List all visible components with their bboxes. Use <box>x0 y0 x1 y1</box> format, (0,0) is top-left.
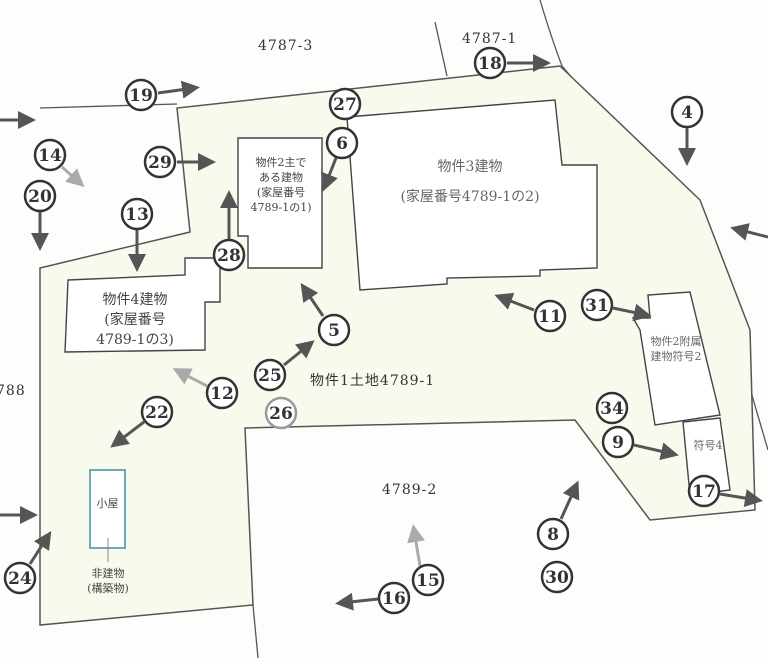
property2-annex-label: 物件2附属 建物符号2 <box>636 334 716 364</box>
photo-marker-5[interactable]: 5 <box>300 283 351 347</box>
label-line: 4789-1の3) <box>96 332 174 348</box>
svg-text:5: 5 <box>328 321 340 341</box>
building-property4 <box>64 257 221 353</box>
shed-label: 小屋 <box>96 497 119 510</box>
photo-marker-9[interactable]: 9 <box>601 425 679 461</box>
svg-text:28: 28 <box>217 246 241 266</box>
svg-text:26: 26 <box>269 404 293 424</box>
label-line: 物件2主で <box>255 156 307 169</box>
photo-marker-11[interactable]: 11 <box>494 292 567 333</box>
label-line: (構築物) <box>87 582 129 595</box>
svg-text:27: 27 <box>333 95 357 115</box>
label-line: 非建物 <box>91 567 125 580</box>
svg-text:11: 11 <box>538 307 562 327</box>
photo-marker-18[interactable]: 18 <box>473 46 551 80</box>
parcel-label-4787-3: 4787-3 <box>258 38 314 54</box>
label-line: 物件4建物 <box>102 292 168 308</box>
svg-text:29: 29 <box>148 153 172 173</box>
photo-marker-25[interactable]: 25 <box>253 340 315 392</box>
main-lot-label: 物件1土地4789-1 <box>310 373 436 389</box>
shed-note: 非建物 (構築物) <box>72 566 144 596</box>
parcel-label-4788: 788 <box>0 383 26 399</box>
svg-text:22: 22 <box>145 403 169 423</box>
svg-text:20: 20 <box>28 187 52 207</box>
svg-text:14: 14 <box>38 146 62 166</box>
building-property3 <box>346 99 598 291</box>
photo-marker-20[interactable]: 20 <box>23 179 57 251</box>
svg-text:30: 30 <box>545 568 569 588</box>
edge-arrows <box>0 111 768 524</box>
svg-text:6: 6 <box>336 134 348 154</box>
svg-text:34: 34 <box>600 399 624 419</box>
photo-marker-8[interactable]: 8 <box>536 480 580 551</box>
photo-marker-27[interactable]: 27 <box>328 87 362 121</box>
label-line: 建物符号2 <box>650 350 702 363</box>
svg-text:9: 9 <box>612 433 624 453</box>
svg-text:13: 13 <box>125 205 149 225</box>
photo-marker-31[interactable]: 31 <box>580 288 652 322</box>
svg-text:16: 16 <box>382 589 406 609</box>
svg-text:12: 12 <box>210 384 234 404</box>
svg-text:15: 15 <box>416 571 440 591</box>
building-property2-main <box>237 137 323 269</box>
photo-marker-34[interactable]: 34 <box>595 391 629 425</box>
photo-marker-14[interactable]: 14 <box>33 138 85 187</box>
svg-text:31: 31 <box>585 296 609 316</box>
photo-marker-26[interactable]: 26 <box>264 396 298 430</box>
property3-label: 物件3建物 (家屋番号4789-1の2) <box>360 152 580 212</box>
photo-marker-29[interactable]: 29 <box>143 145 216 179</box>
photo-marker-28[interactable]: 28 <box>212 190 246 272</box>
photo-marker-15[interactable]: 15 <box>407 524 445 597</box>
svg-text:8: 8 <box>547 525 559 545</box>
parcel-label-4789-2: 4789-2 <box>382 482 438 498</box>
label-line: 物件3建物 <box>437 159 503 175</box>
shed <box>89 469 126 549</box>
photo-marker-22[interactable]: 22 <box>110 395 174 448</box>
buildings <box>64 99 731 496</box>
photo-marker-6[interactable]: 6 <box>321 126 359 192</box>
svg-text:17: 17 <box>692 482 716 502</box>
label-line: 物件2附属 <box>650 335 702 348</box>
photo-marker-17[interactable]: 17 <box>687 474 763 508</box>
property4-label: 物件4建物 (家屋番号 4789-1の3) <box>70 290 200 350</box>
photo-marker-30[interactable]: 30 <box>540 560 574 594</box>
parcel-label-4787-1: 4787-1 <box>462 31 518 47</box>
svg-text:4: 4 <box>681 103 693 123</box>
photo-marker-19[interactable]: 19 <box>124 78 200 112</box>
label-line: ある建物 <box>259 171 303 184</box>
svg-text:25: 25 <box>258 366 282 386</box>
photo-marker-4[interactable]: 4 <box>670 95 704 166</box>
property2-main-label: 物件2主で ある建物 (家屋番号 4789-1の1) <box>240 155 322 215</box>
label-line: (家屋番号 <box>104 312 166 328</box>
label-line: 4789-1の1) <box>250 201 312 214</box>
label-line: (家屋番号4789-1の2) <box>400 189 540 205</box>
photo-marker-13[interactable]: 13 <box>120 197 154 272</box>
photo-marker-24[interactable]: 24 <box>3 530 52 595</box>
svg-text:18: 18 <box>478 54 502 74</box>
code4-label: 符号4 <box>693 439 723 452</box>
svg-text:24: 24 <box>8 569 32 589</box>
photo-marker-16[interactable]: 16 <box>335 581 411 615</box>
parcel-boundaries <box>39 0 768 658</box>
building-code4 <box>682 417 731 496</box>
svg-text:19: 19 <box>129 86 153 106</box>
label-line: (家屋番号 <box>256 186 306 199</box>
photo-marker-12[interactable]: 12 <box>172 368 239 410</box>
